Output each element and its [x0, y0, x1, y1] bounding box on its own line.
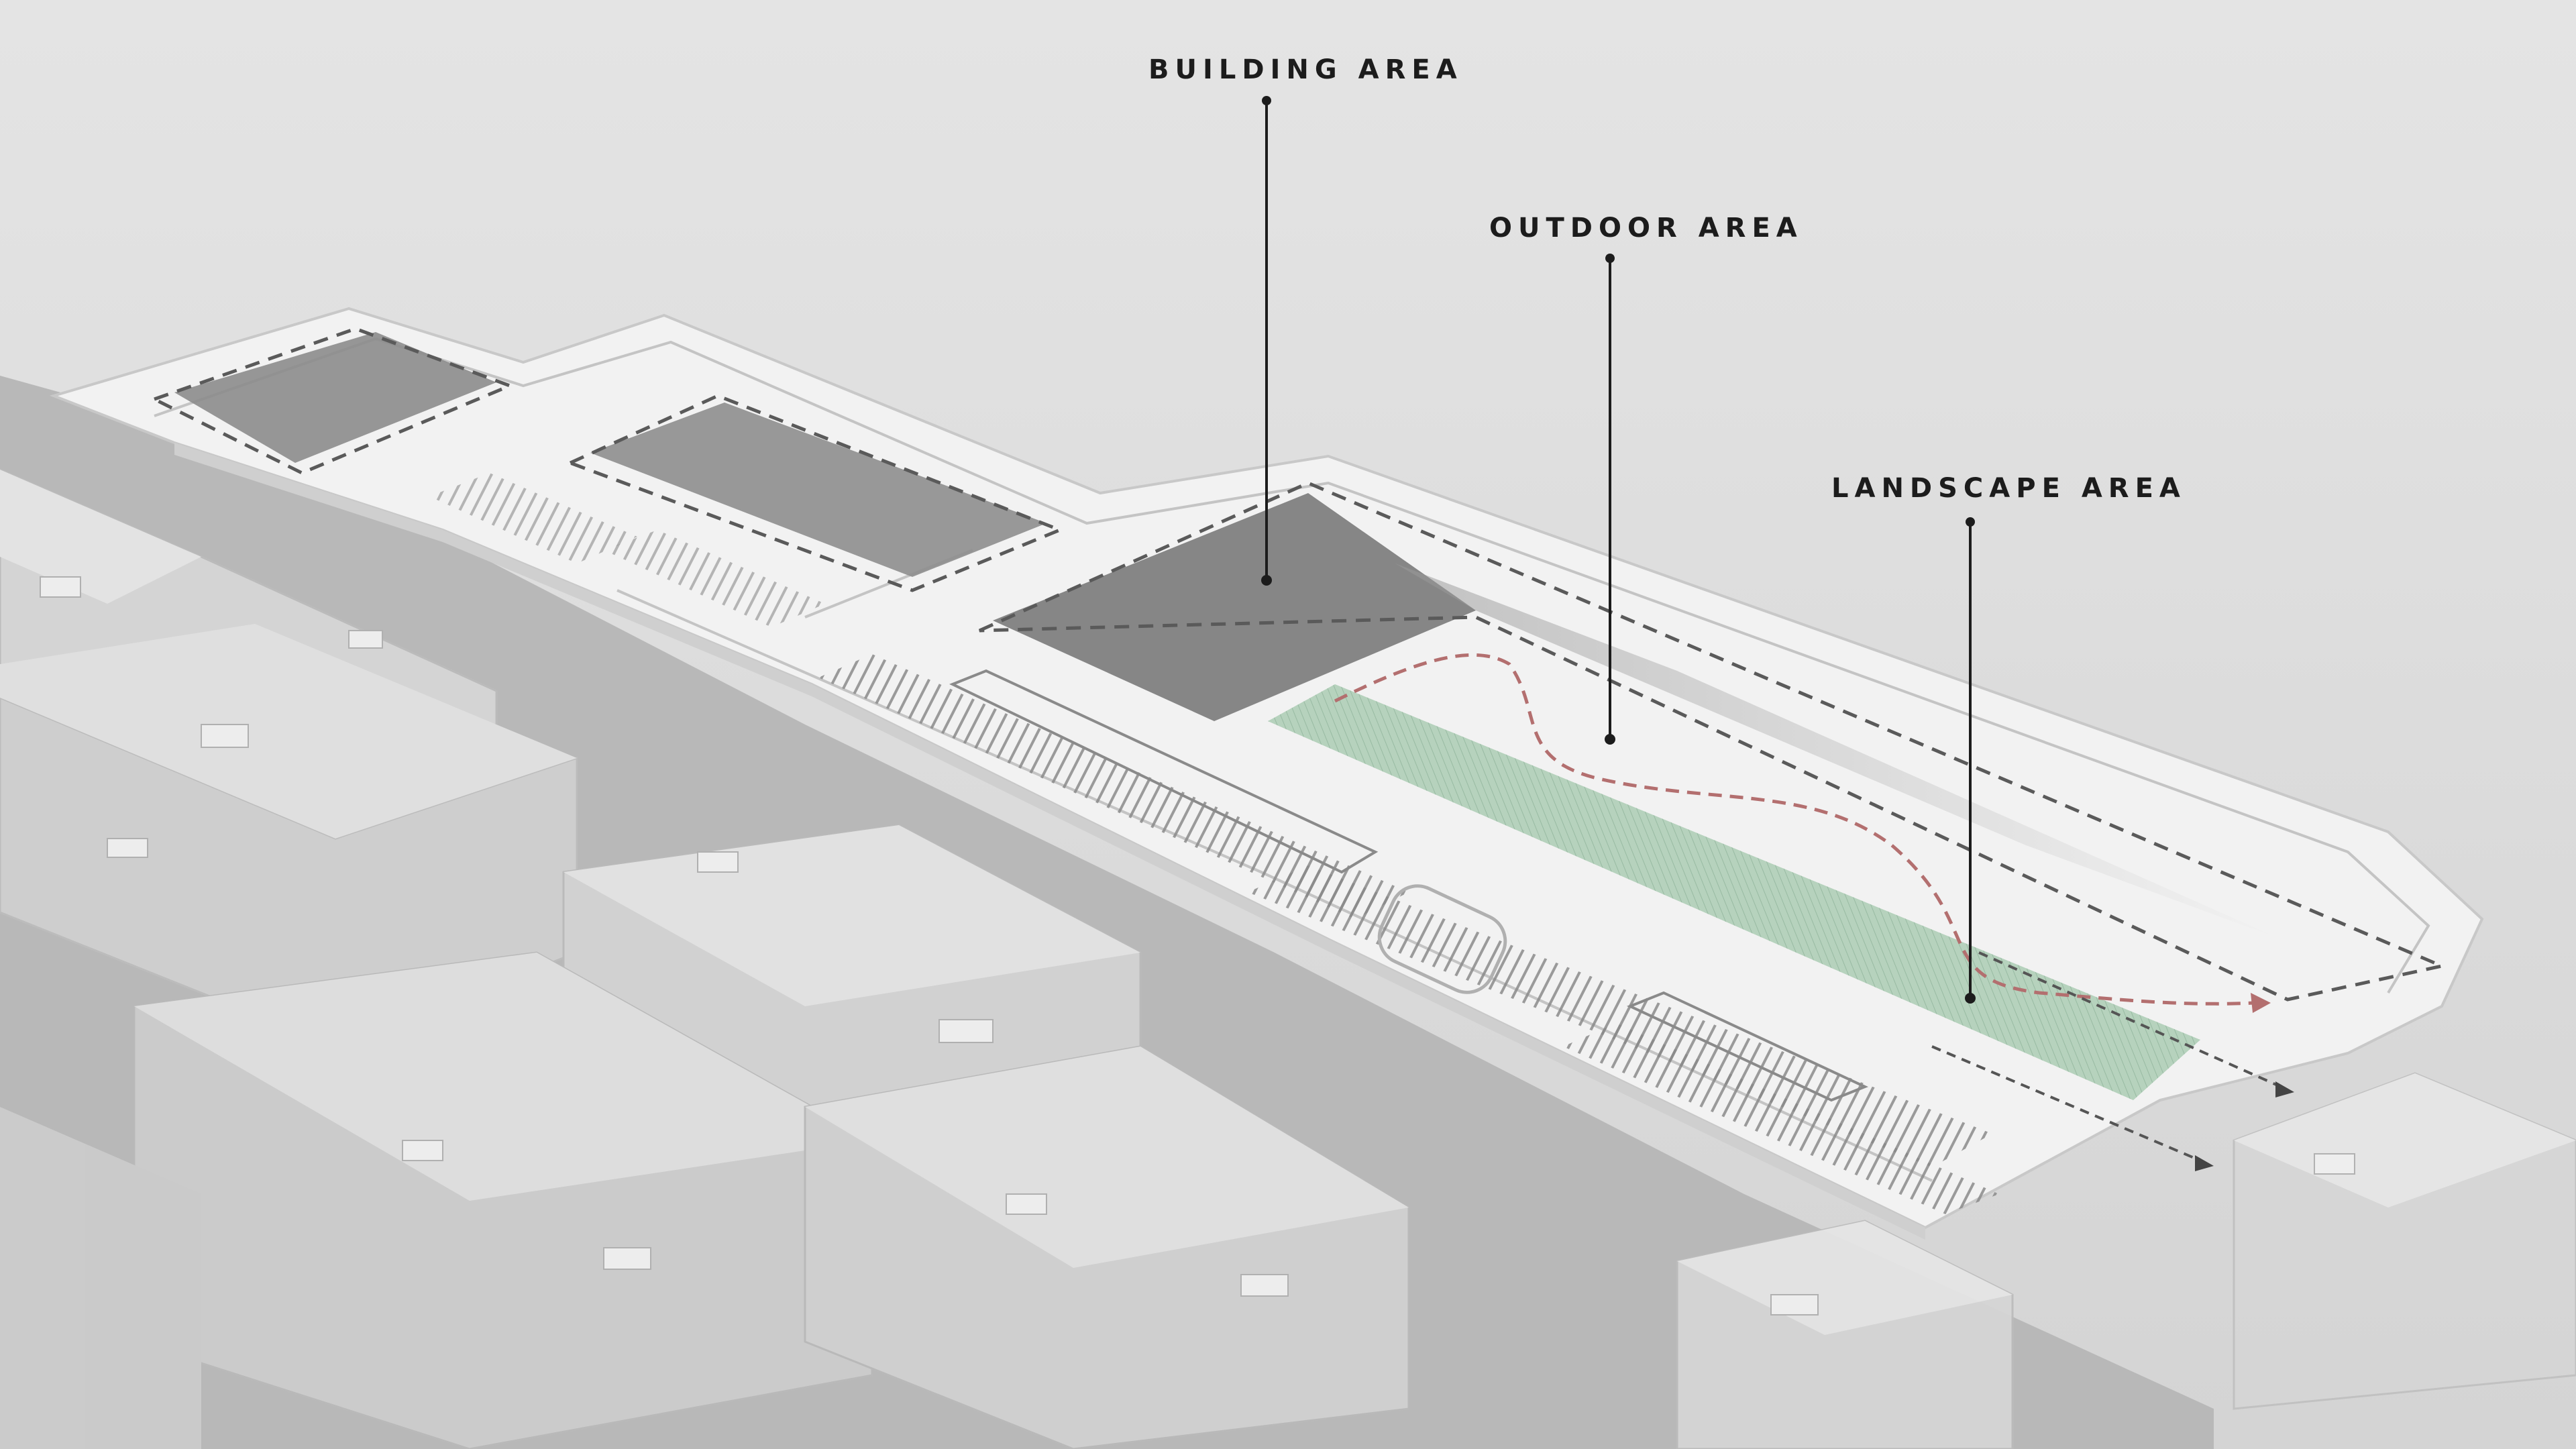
callout-dot-building-end — [1261, 575, 1272, 586]
callout-dot-building-top — [1262, 96, 1271, 105]
callout-label-outdoor: OUTDOOR AREA — [1489, 215, 1803, 241]
callout-label-building: BUILDING AREA — [1148, 56, 1463, 83]
callout-dot-landscape-top — [1966, 517, 1975, 527]
callout-dot-outdoor-end — [1605, 734, 1615, 745]
callout-dot-landscape-end — [1965, 993, 1976, 1004]
callout-dot-outdoor-top — [1605, 254, 1615, 263]
callout-label-landscape: LANDSCAPE AREA — [1831, 475, 2186, 502]
